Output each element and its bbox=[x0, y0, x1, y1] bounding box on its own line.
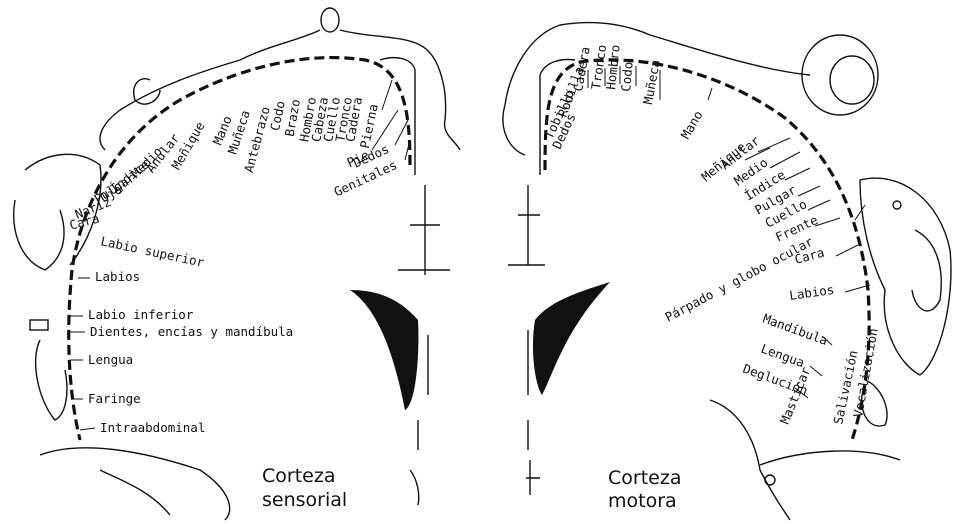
motor-caption-line1: Corteza bbox=[608, 467, 681, 489]
left-ventricle-icon bbox=[350, 290, 418, 410]
motor-label-codo: Codo bbox=[618, 61, 636, 92]
sensory-label-cara: Cara bbox=[68, 210, 101, 232]
sensory-hemisphere: GenitalesDedosPiePiernaCaderaTroncoCuell… bbox=[14, 8, 460, 520]
motor-leader-medio bbox=[770, 152, 800, 168]
motor-leader-mano bbox=[708, 88, 712, 100]
sensory-leader-dedos bbox=[395, 120, 408, 145]
sensory-label-dientes-encias-y-mandibula: Dientes, encías y mandíbula bbox=[90, 324, 293, 339]
motor-hemisphere: DedosTobilloRodillaCaderaTroncoHombroCod… bbox=[503, 22, 951, 520]
motor-leader-cuello bbox=[808, 200, 830, 210]
sensory-label-intraabdominal: Intraabdominal bbox=[100, 420, 205, 435]
motor-label-parpado-y-globo-ocular: Párpado y globo ocular bbox=[662, 233, 816, 324]
central-section bbox=[350, 185, 610, 505]
sensory-label-lengua: Lengua bbox=[88, 352, 133, 367]
sensory-caption-line2: sensorial bbox=[262, 489, 347, 511]
motor-leader-cara bbox=[836, 245, 858, 256]
motor-caption-line2: motora bbox=[608, 490, 677, 512]
left-stem-icon bbox=[398, 185, 450, 275]
sensory-leader-intraabdominal bbox=[80, 428, 95, 430]
motor-leader-pulgar bbox=[798, 186, 820, 196]
sensory-label-labios: Labios bbox=[95, 269, 140, 284]
right-stem-icon bbox=[508, 185, 545, 265]
sensory-label-labio-inferior: Labio inferior bbox=[88, 307, 194, 322]
motor-label-muneca: Muñeca bbox=[640, 58, 663, 105]
sensory-homunculus-icon bbox=[14, 8, 460, 520]
sensory-label-labio-superior: Labio superior bbox=[99, 233, 206, 270]
motor-label-mano: Mano bbox=[678, 108, 706, 142]
sensory-label-faringe: Faringe bbox=[88, 391, 141, 406]
sensory-caption-line1: Corteza bbox=[262, 465, 335, 487]
motor-leader-indice bbox=[785, 168, 810, 180]
sensory-leader-pierna bbox=[382, 80, 392, 110]
motor-label-labios: Labios bbox=[788, 282, 835, 303]
motor-leader-anular bbox=[758, 138, 790, 152]
right-ventricle-icon bbox=[533, 282, 610, 395]
